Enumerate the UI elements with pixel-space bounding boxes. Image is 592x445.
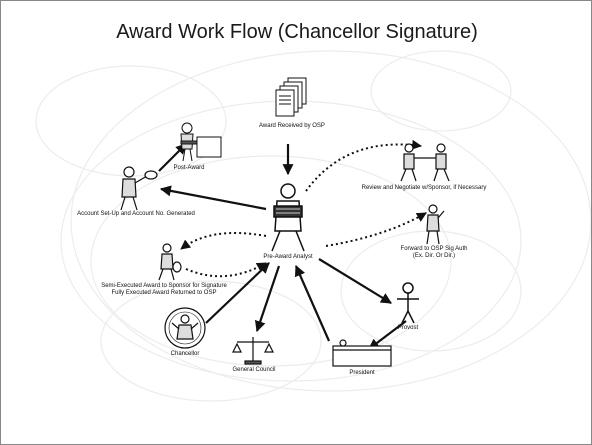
arrow-analyst-to-semi bbox=[180, 231, 267, 250]
label-account: Account Set-Up and Account No. Generated bbox=[77, 211, 195, 217]
person-with-pen-icon bbox=[426, 204, 445, 245]
arrow-semi-to-analyst bbox=[185, 262, 267, 278]
label-post-award: Post-Award bbox=[173, 165, 205, 171]
label-osp: Award Received by OSP bbox=[259, 123, 325, 129]
handshake-icon bbox=[400, 143, 450, 182]
desk-icon bbox=[332, 339, 392, 367]
arrow-president-to-analyst bbox=[294, 264, 331, 342]
arrow-analyst-to-forward bbox=[325, 212, 427, 247]
label-president: President bbox=[349, 370, 375, 376]
person-with-money-icon bbox=[120, 166, 158, 211]
arrow-analyst-to-provost bbox=[318, 258, 392, 304]
dotted-arrows bbox=[180, 139, 427, 278]
label-review: Review and Negotiate w/Sponsor, if Neces… bbox=[361, 185, 487, 191]
label-semi-line2: Fully Executed Award Returned to OSP bbox=[111, 290, 217, 296]
document-stack-icon bbox=[275, 77, 307, 117]
label-provost: Provost bbox=[397, 325, 419, 331]
label-forward-line1: Forward to OSP Sig Auth bbox=[400, 246, 468, 252]
arrow-provost-to-president bbox=[368, 320, 407, 350]
person-with-bag-icon bbox=[158, 243, 182, 281]
arrow-chancellor-to-analyst bbox=[205, 262, 270, 324]
arrow-analyst-to-council bbox=[254, 265, 281, 333]
label-chancellor: Chancellor bbox=[170, 351, 200, 357]
background-swirls bbox=[35, 50, 591, 402]
scales-icon bbox=[232, 337, 274, 365]
arrow-analyst-to-account bbox=[159, 185, 267, 211]
label-semi-line1: Semi-Executed Award to Sponsor for Signa… bbox=[101, 283, 227, 289]
person-at-desk-icon bbox=[180, 122, 222, 162]
person-icon bbox=[397, 282, 419, 324]
label-council: General Council bbox=[232, 367, 276, 373]
label-forward-line2: (Ex. Dir. Or Dir.) bbox=[412, 253, 456, 259]
person-carrying-papers-icon bbox=[271, 183, 305, 252]
seal-icon bbox=[164, 307, 206, 349]
label-analyst: Pre-Award Analyst bbox=[263, 254, 313, 260]
page-title: Award Work Flow (Chancellor Signature) bbox=[116, 21, 478, 43]
